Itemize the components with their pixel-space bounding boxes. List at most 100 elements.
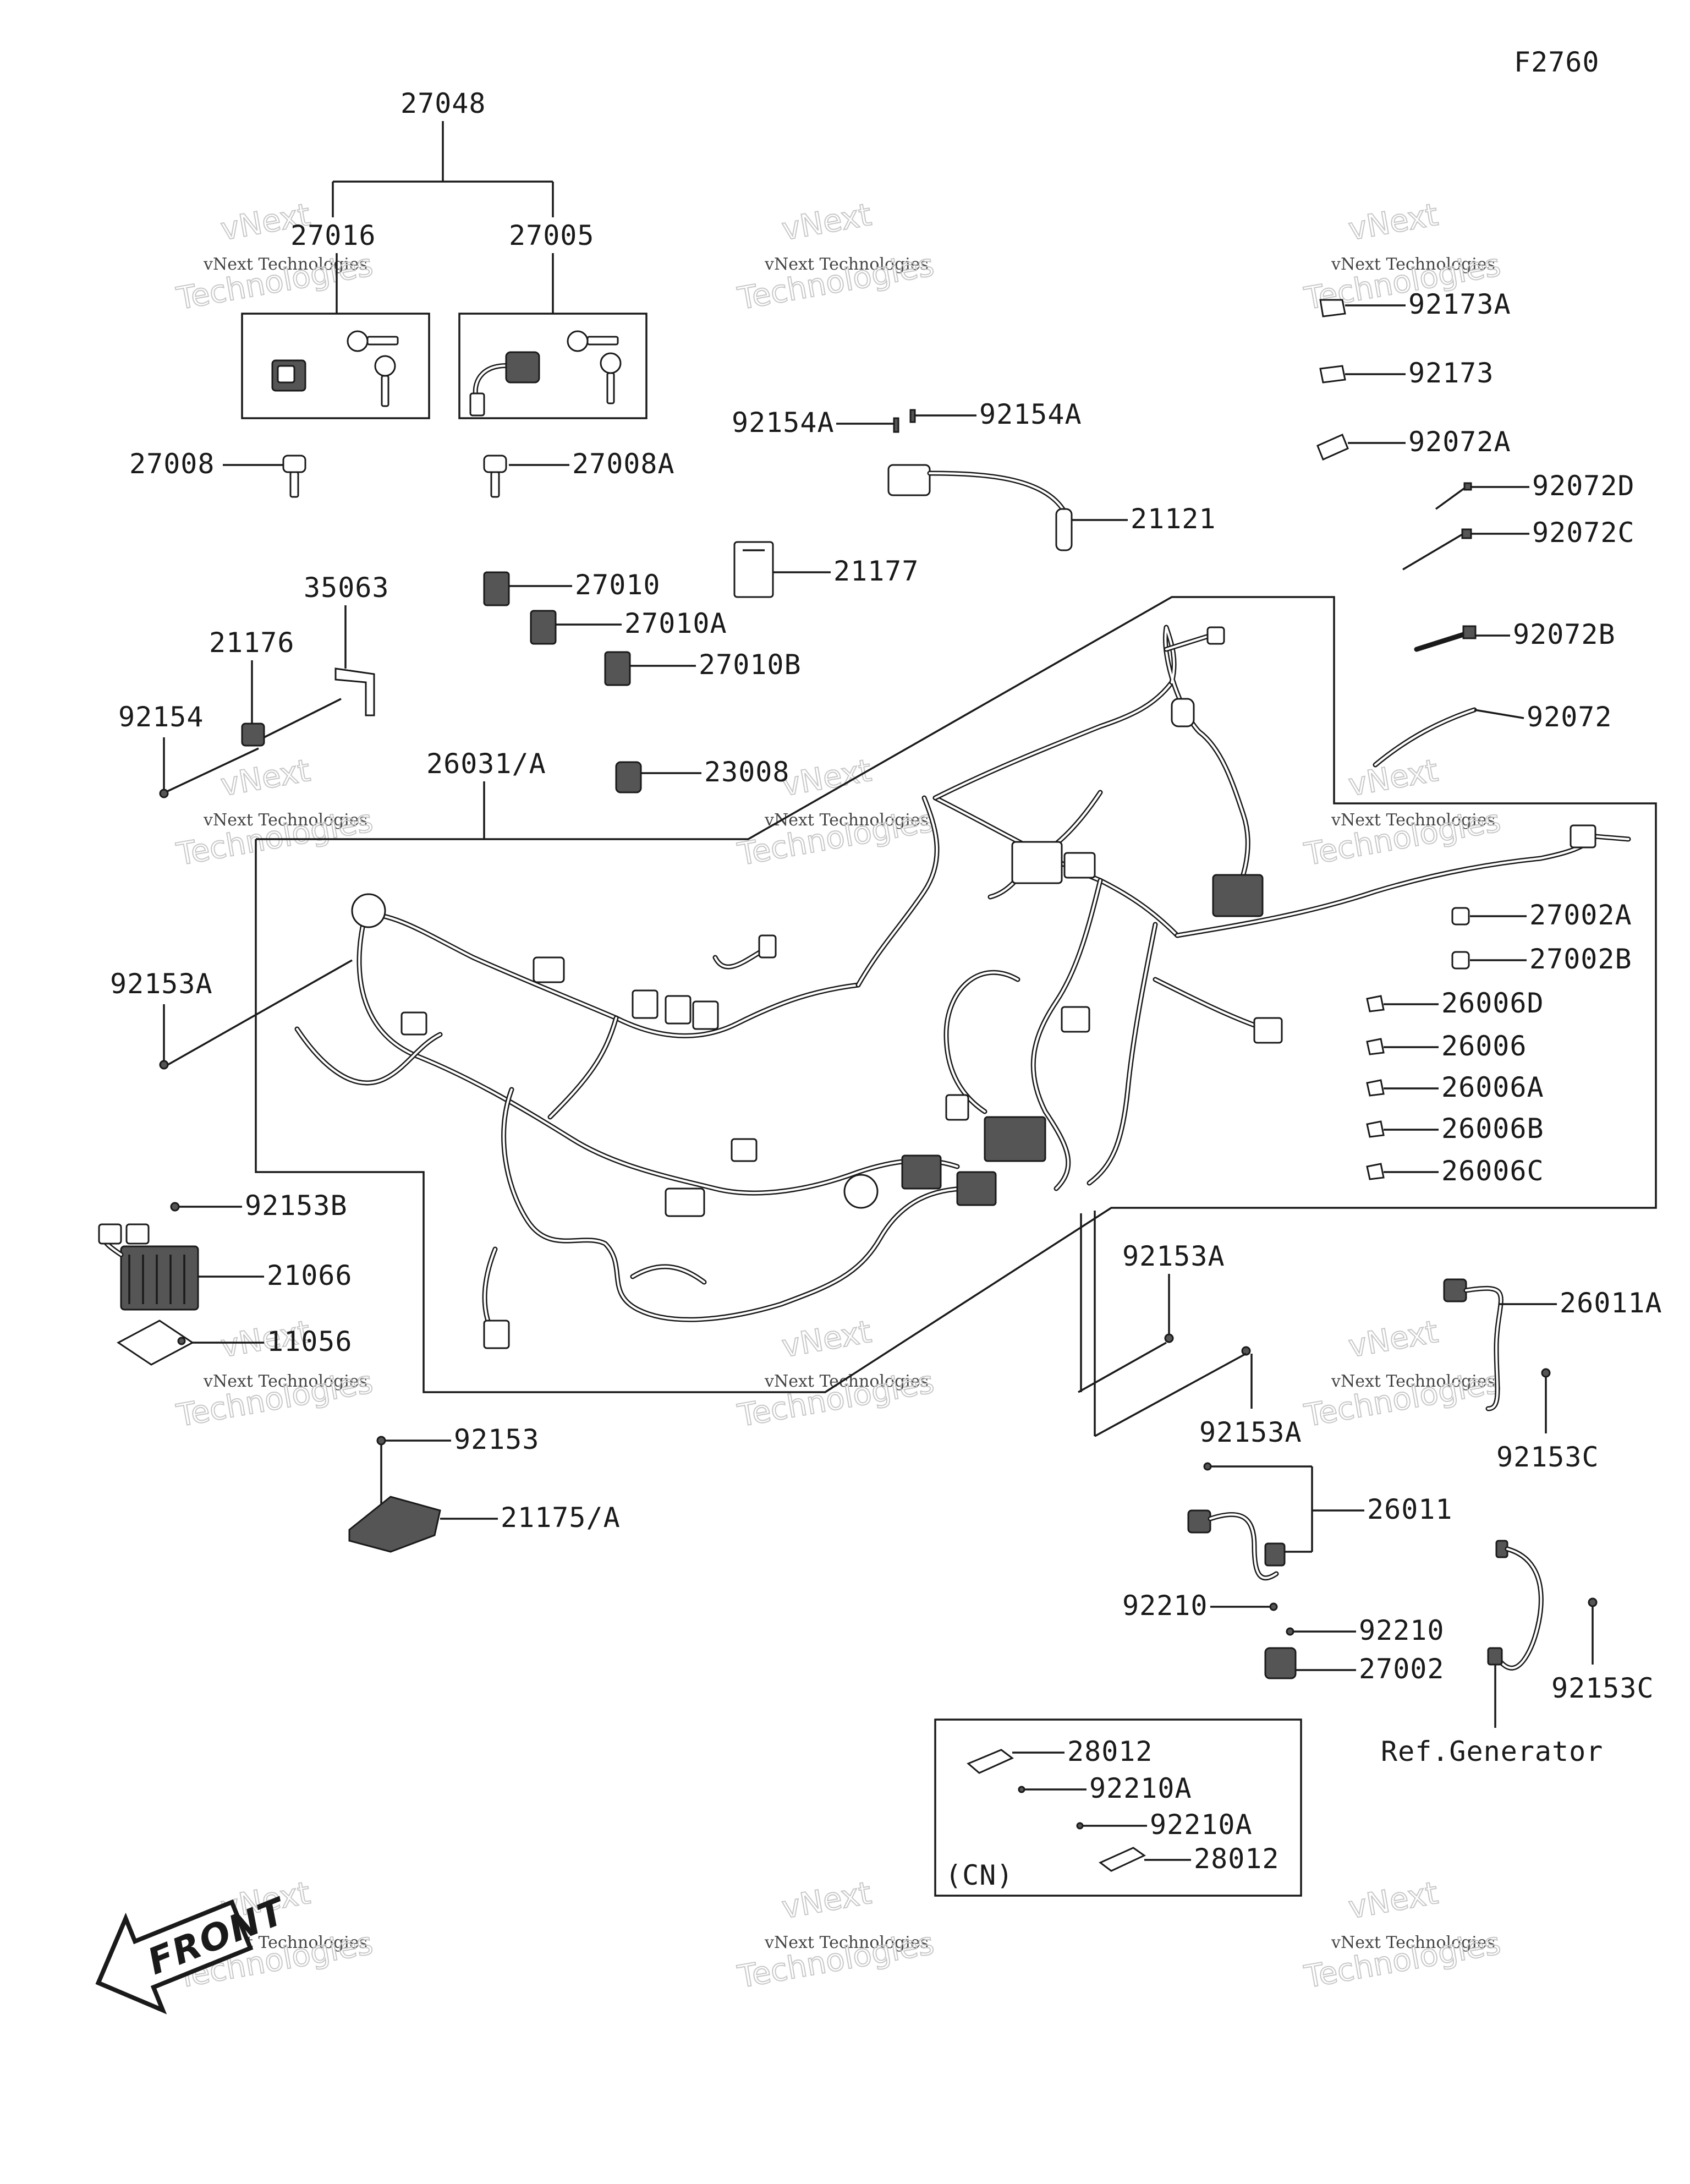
label-92154A-right[interactable]: 92154A: [979, 398, 1082, 430]
ref-generator-label[interactable]: Ref.Generator: [1381, 1736, 1603, 1767]
label-11056[interactable]: 11056: [267, 1326, 353, 1358]
watermark: vNext vNext Technologies Technologies: [1301, 1313, 1504, 1435]
connector-icon: [533, 956, 565, 983]
label-27010[interactable]: 27010: [575, 569, 661, 601]
label-21066[interactable]: 21066: [267, 1260, 353, 1291]
label-92173A[interactable]: 92173A: [1408, 288, 1511, 320]
label-92154A-left[interactable]: 92154A: [732, 407, 835, 439]
switch-icon: [530, 610, 557, 645]
regulator-icon: [120, 1245, 199, 1311]
key-icon: [483, 455, 507, 473]
svg-text:vNext Technologies: vNext Technologies: [764, 255, 929, 274]
label-26006D[interactable]: 26006D: [1441, 987, 1544, 1019]
label-92072[interactable]: 92072: [1527, 701, 1612, 733]
label-92210-left[interactable]: 92210: [1122, 1590, 1208, 1622]
box-27005: [458, 313, 648, 419]
svg-text:vNext: vNext: [779, 753, 874, 803]
terminal-icon: [1187, 1509, 1211, 1534]
watermark: vNext vNext Technologies Technologies: [173, 752, 376, 873]
label-23008[interactable]: 23008: [704, 756, 790, 788]
connector-icon: [1171, 698, 1195, 727]
label-92072B[interactable]: 92072B: [1513, 618, 1616, 650]
bolt-icon: [1241, 1346, 1251, 1356]
connector-icon: [692, 1000, 719, 1030]
lead-26011A: 26011A 92153C: [1443, 1278, 1662, 1473]
connector-icon: [1061, 1006, 1090, 1033]
label-92153A-middle[interactable]: 92153A: [1122, 1240, 1225, 1272]
svg-text:vNext: vNext: [1346, 1875, 1440, 1926]
label-27010B[interactable]: 27010B: [699, 649, 802, 681]
terminal-icon: [1366, 995, 1385, 1012]
label-92153B[interactable]: 92153B: [245, 1190, 348, 1222]
label-92210A-top[interactable]: 92210A: [1089, 1772, 1192, 1804]
cable-tie-icon: [1414, 630, 1472, 652]
label-92210A-bottom[interactable]: 92210A: [1150, 1809, 1253, 1841]
label-21175A[interactable]: 21175/A: [501, 1502, 621, 1534]
label-92173[interactable]: 92173: [1408, 357, 1494, 389]
key-icon: [282, 455, 306, 473]
label-92153[interactable]: 92153: [454, 1424, 540, 1455]
label-26006A[interactable]: 26006A: [1441, 1071, 1544, 1103]
label-21121[interactable]: 21121: [1131, 503, 1216, 535]
terminal-icon: [1366, 1079, 1385, 1097]
label-92153C-top[interactable]: 92153C: [1496, 1441, 1599, 1473]
bracket-icon: [334, 667, 375, 716]
label-26006C[interactable]: 26006C: [1441, 1155, 1544, 1187]
label-26011[interactable]: 26011: [1367, 1493, 1453, 1525]
label-27005[interactable]: 27005: [509, 220, 595, 251]
label-92210-right[interactable]: 92210: [1359, 1614, 1445, 1646]
label-28012-top[interactable]: 28012: [1067, 1736, 1153, 1767]
svg-text:vNext: vNext: [779, 197, 874, 248]
svg-text:vNext: vNext: [1346, 1314, 1440, 1365]
bolt-icon: [159, 789, 169, 798]
connector-icon: [1253, 1017, 1283, 1044]
nut-icon: [1076, 1822, 1084, 1830]
label-92153A-left[interactable]: 92153A: [110, 968, 213, 1000]
label-92072D[interactable]: 92072D: [1532, 470, 1635, 502]
label-27048[interactable]: 27048: [400, 87, 486, 119]
label-27016[interactable]: 27016: [290, 220, 376, 251]
grommet-icon: [351, 893, 386, 928]
label-92072C[interactable]: 92072C: [1532, 517, 1635, 549]
label-26031A[interactable]: 26031/A: [426, 748, 546, 780]
bolt-92153A-right: 92153A: [1094, 1346, 1302, 1448]
svg-text:vNext Technologies: vNext Technologies: [1331, 1933, 1495, 1952]
label-27008[interactable]: 27008: [129, 448, 215, 480]
regulator-group: 92153B 21066 11056: [98, 1190, 353, 1366]
label-26011A[interactable]: 26011A: [1560, 1287, 1662, 1319]
label-21176[interactable]: 21176: [209, 627, 295, 659]
ignition-coil-icon: [887, 464, 931, 496]
cn-frame: [934, 1718, 1302, 1897]
svg-text:vNext Technologies: vNext Technologies: [1331, 1372, 1495, 1391]
connector-icon: [1011, 841, 1063, 884]
label-21177[interactable]: 21177: [833, 555, 919, 587]
label-28012-bottom[interactable]: 28012: [1194, 1843, 1280, 1875]
fuse-box-icon: [956, 1171, 997, 1206]
label-27002A[interactable]: 27002A: [1529, 899, 1632, 931]
label-92153C-bottom[interactable]: 92153C: [1551, 1672, 1654, 1704]
relay-21177: 21177: [733, 541, 919, 598]
label-27008A[interactable]: 27008A: [572, 448, 675, 480]
connector-icon: [731, 1138, 758, 1162]
label-27002[interactable]: 27002: [1359, 1653, 1445, 1685]
terminal-cover-icon: [1099, 1847, 1146, 1872]
label-92072A[interactable]: 92072A: [1408, 426, 1511, 458]
nut-icon: [1269, 1602, 1278, 1611]
label-27010A[interactable]: 27010A: [624, 607, 727, 639]
right-parts: 27002A 27002B 26006D 26006 26006A 26006B…: [1366, 899, 1632, 1187]
diagram-code: F2760: [1514, 46, 1600, 78]
connector-icon: [400, 1011, 427, 1036]
terminal-icon: [1366, 1120, 1385, 1138]
label-92153A-right[interactable]: 92153A: [1199, 1416, 1302, 1448]
clamps-ties: 92173A 92173 92072A 92072D 92072C 92072B…: [1316, 288, 1635, 768]
label-35063[interactable]: 35063: [304, 572, 389, 604]
label-27002B[interactable]: 27002B: [1529, 943, 1632, 975]
bolt-icon: [159, 1060, 169, 1070]
label-26006[interactable]: 26006: [1441, 1030, 1527, 1062]
label-26006B[interactable]: 26006B: [1441, 1113, 1544, 1145]
key-27008A: 27008A: [483, 448, 675, 498]
connector-icon: [1063, 852, 1096, 879]
label-92154[interactable]: 92154: [118, 701, 204, 733]
key-27008: 27008: [129, 448, 306, 498]
fasteners-92154A: 92154A 92154A: [732, 398, 1082, 439]
